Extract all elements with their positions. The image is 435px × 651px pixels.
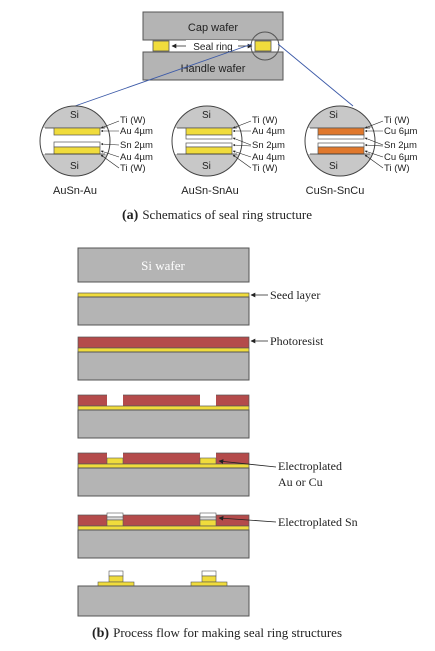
sn-layer-top <box>317 134 365 140</box>
connector-line-right <box>277 43 354 107</box>
bottom-si-label: Si <box>329 161 338 172</box>
top-si-label: Si <box>329 110 338 121</box>
connector-line-left <box>74 43 253 107</box>
handle-wafer <box>142 51 284 81</box>
layer-label: Ti (W) <box>252 163 278 174</box>
detail-circle <box>171 105 243 177</box>
electroplated-au-cu-label-2: Au or Cu <box>278 475 323 489</box>
labels-cusn-sncu: Ti (W) Cu 6µm Sn 2µm Cu 6µm Ti (W) <box>364 115 418 174</box>
step3-photoresist <box>77 336 250 381</box>
top-si-label: Si <box>202 110 211 121</box>
structure-cusn-sncu: Si Si <box>304 105 376 177</box>
caption-a-text: Schematics of seal ring structure <box>142 207 312 222</box>
cu-layer-bottom <box>317 146 365 155</box>
layer-label: Cu 6µm <box>384 152 418 163</box>
detail-circle <box>39 105 111 177</box>
cap-wafer <box>142 11 284 41</box>
layer-label: Ti (W) <box>120 115 146 126</box>
step7-final-structure <box>77 570 250 617</box>
top-si-label: Si <box>70 110 79 121</box>
sn-layer-bottom <box>317 142 365 148</box>
layer-label: Sn 2µm <box>120 140 153 151</box>
au-layer-bottom <box>185 146 233 155</box>
structure-name-cusn-sncu: CuSn-SnCu <box>306 185 365 197</box>
structure-ausn-au: Si Si <box>39 105 111 177</box>
sn-layer <box>53 141 101 148</box>
seal-ring-label: Seal ring <box>193 42 232 53</box>
electroplated-au-cu-label-1: Electroplated <box>278 459 342 473</box>
step2-seed-layer <box>77 292 250 326</box>
layer-label: Au 4µm <box>120 152 153 163</box>
caption-a-letter: (a) <box>122 208 139 223</box>
layer-label: Au 4µm <box>252 152 285 163</box>
au-layer-top <box>53 127 101 136</box>
electroplated-sn-label: Electroplated Sn <box>278 515 358 529</box>
layer-label: Ti (W) <box>120 163 146 174</box>
layer-label: Ti (W) <box>384 115 410 126</box>
layer-label: Ti (W) <box>384 163 410 174</box>
layer-label: Au 4µm <box>120 126 153 137</box>
seal-ring-label-bg <box>186 40 238 52</box>
labels-ausn-au: Ti (W) Au 4µm Sn 2µm Au 4µm Ti (W) <box>100 115 153 174</box>
layer-label: Au 4µm <box>252 126 285 137</box>
cap-wafer-label: Cap wafer <box>188 22 238 34</box>
caption-b: (b) Process flow for making seal ring str… <box>92 625 342 641</box>
magnifier-circle <box>250 31 280 61</box>
electroplated-au-cu-arrow <box>218 459 277 468</box>
seal-ring-pad-right <box>254 40 272 52</box>
structure-name-ausn-snau: AuSn-SnAu <box>181 185 238 197</box>
layer-label: Sn 2µm <box>384 140 417 151</box>
structure-ausn-snau: Si Si <box>171 105 243 177</box>
bottom-si-label: Si <box>202 161 211 172</box>
handle-wafer-label: Handle wafer <box>181 63 246 75</box>
sn-layer-top <box>185 134 233 140</box>
caption-b-text: Process flow for making seal ring struct… <box>113 625 342 640</box>
layer-label: Cu 6µm <box>384 126 418 137</box>
layer-label: Sn 2µm <box>252 140 285 151</box>
step1-si-wafer <box>77 247 250 283</box>
caption-b-letter: (b) <box>92 626 109 641</box>
bottom-si-label: Si <box>70 161 79 172</box>
seed-layer-label: Seed layer <box>270 288 320 302</box>
structure-name-ausn-au: AuSn-Au <box>53 185 97 197</box>
step6-electroplated-sn <box>77 512 250 559</box>
photoresist-label: Photoresist <box>270 334 324 348</box>
detail-circle <box>304 105 376 177</box>
cu-layer-top <box>317 127 365 136</box>
seal-ring-pad-left <box>152 40 170 52</box>
step4-patterned <box>77 394 250 439</box>
step5-electroplated-au-cu <box>77 452 250 497</box>
electroplated-sn-arrow <box>218 515 277 523</box>
caption-a: (a)Schematics of seal ring structure <box>122 207 312 223</box>
sn-layer-bottom <box>185 142 233 148</box>
si-wafer-label: Si wafer <box>141 258 185 273</box>
au-layer-bottom <box>53 146 101 155</box>
labels-ausn-snau: Ti (W) Au 4µm Sn 2µm Au 4µm Ti (W) <box>232 115 285 174</box>
au-layer-top <box>185 127 233 136</box>
layer-label: Ti (W) <box>252 115 278 126</box>
